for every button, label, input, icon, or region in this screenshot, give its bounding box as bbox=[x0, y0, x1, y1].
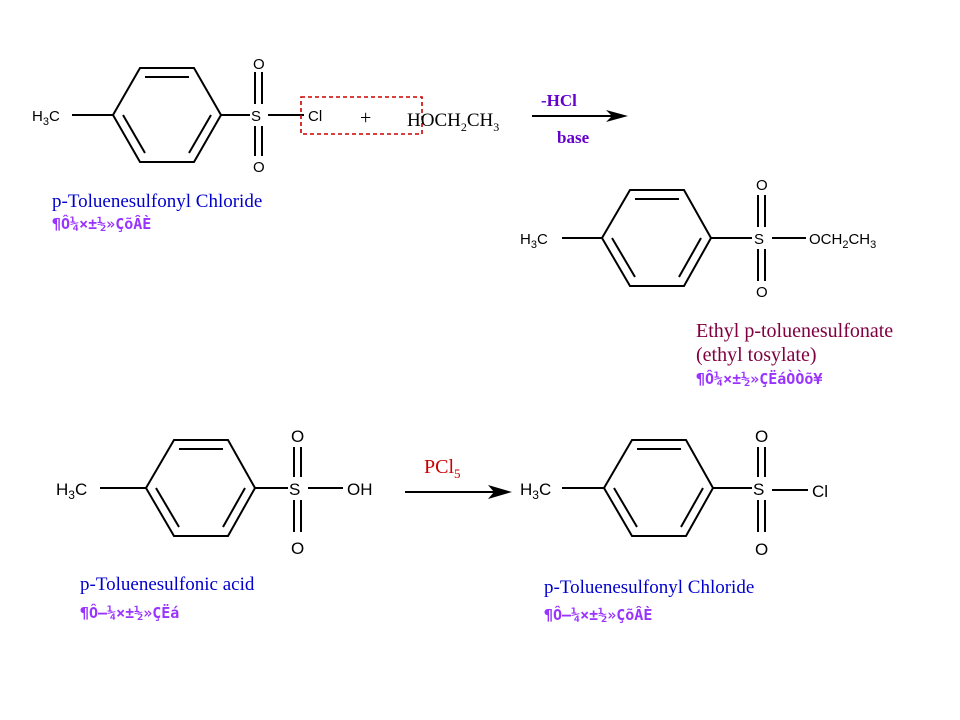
chlorine-atom: Cl bbox=[812, 482, 828, 501]
plus-sign: + bbox=[360, 107, 371, 129]
leaving-group-highlight-box bbox=[300, 96, 423, 135]
oxygen-atom-bottom: O bbox=[755, 540, 768, 559]
methyl-label: H3C bbox=[56, 480, 87, 502]
name-ethyl-tosylate-common: (ethyl tosylate) bbox=[696, 344, 817, 366]
name-garbled-tosic-acid: ¶Ô–¼×±½»ÇËá bbox=[80, 603, 179, 622]
benzene-ring bbox=[602, 439, 715, 537]
methyl-label: H3C bbox=[32, 108, 60, 128]
molecule-tosyl-chloride-bottom: H3C S O O Cl bbox=[520, 427, 828, 559]
sulfur-atom: S bbox=[754, 231, 764, 248]
oxygen-atom-bottom: O bbox=[756, 284, 768, 301]
hydroxyl-group: OH bbox=[347, 480, 373, 499]
oxygen-atom-top: O bbox=[291, 427, 304, 446]
molecule-tosyl-chloride-top: H3C S O O Cl bbox=[32, 56, 322, 176]
name-tosyl-chloride-bottom: p-Toluenesulfonyl Chloride bbox=[544, 577, 754, 598]
oxygen-atom-top: O bbox=[755, 427, 768, 446]
benzene-ring bbox=[144, 439, 257, 537]
oxygen-atom-top: O bbox=[253, 56, 265, 73]
reaction-arrow-2 bbox=[405, 485, 512, 499]
name-tosyl-chloride-top: p-Toluenesulfonyl Chloride bbox=[52, 191, 262, 212]
name-garbled-tosyl-chloride-top: ¶Ô¼×±½»ÇõÂÈ bbox=[52, 214, 151, 233]
name-tosic-acid: p-Toluenesulfonic acid bbox=[80, 574, 255, 595]
molecule-tosic-acid: H3C S O O OH bbox=[56, 427, 373, 558]
oxygen-atom-top: O bbox=[756, 177, 768, 194]
oxygen-atom-bottom: O bbox=[291, 539, 304, 558]
ethanol-formula: HOCH2CH3 bbox=[407, 110, 499, 134]
condition-base: base bbox=[557, 128, 590, 147]
methyl-label: H3C bbox=[520, 480, 551, 502]
name-garbled-tosyl-chloride-bottom: ¶Ô–¼×±½»ÇõÂÈ bbox=[544, 605, 652, 624]
name-garbled-ethyl-tosylate: ¶Ô¼×±½»ÇËáÒÒõ¥ bbox=[696, 369, 822, 388]
oxygen-atom-bottom: O bbox=[253, 159, 265, 176]
molecule-ethyl-tosylate: H3C S O O OCH2CH3 bbox=[520, 177, 876, 301]
benzene-ring bbox=[600, 189, 713, 287]
reaction-arrow-1 bbox=[532, 110, 628, 122]
ethoxy-group: OCH2CH3 bbox=[809, 231, 876, 251]
sulfur-atom: S bbox=[251, 108, 261, 125]
sulfur-atom: S bbox=[289, 480, 300, 499]
name-ethyl-tosylate: Ethyl p-toluenesulfonate bbox=[696, 320, 893, 342]
reagent-pcl5: PCl5 bbox=[424, 456, 461, 481]
chlorine-atom: Cl bbox=[308, 108, 322, 125]
benzene-ring bbox=[111, 67, 223, 163]
condition-minus-hcl: -HCl bbox=[541, 91, 577, 110]
sulfur-atom: S bbox=[753, 480, 764, 499]
methyl-label: H3C bbox=[520, 231, 548, 251]
